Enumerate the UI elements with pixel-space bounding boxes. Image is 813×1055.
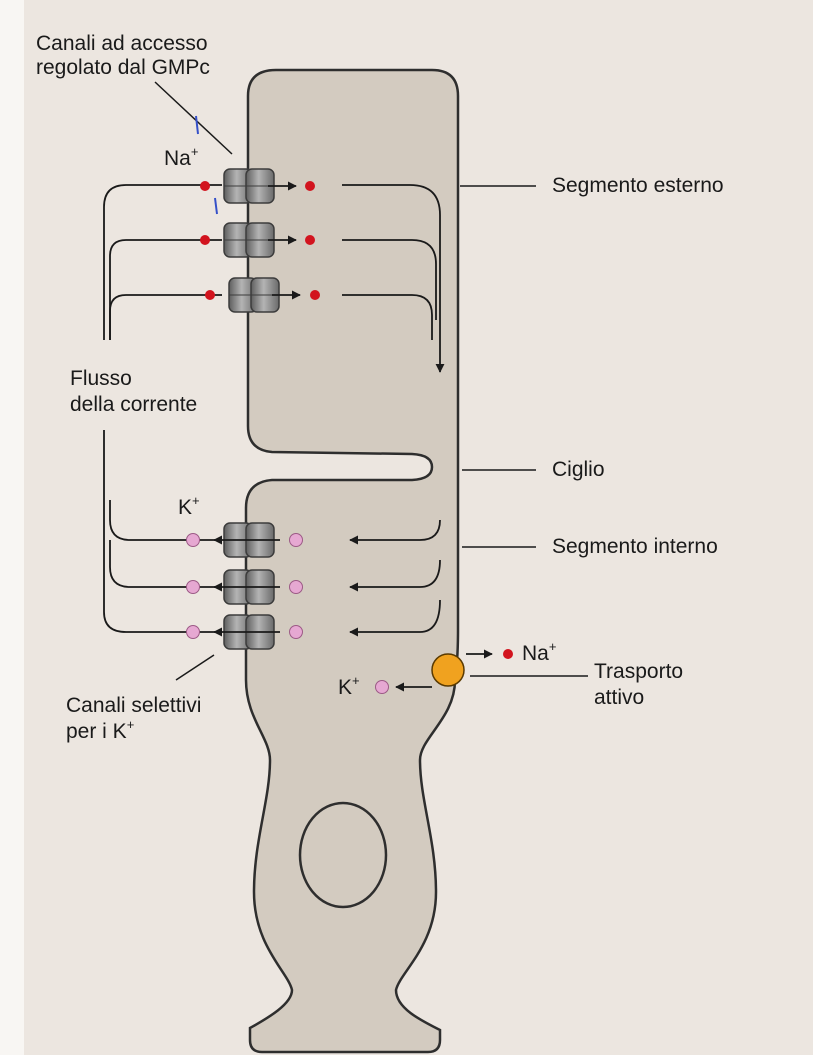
cgmp-channel bbox=[224, 169, 274, 203]
potassium-ion-icon bbox=[290, 626, 303, 639]
label-current-flow-line2: della corrente bbox=[70, 393, 197, 417]
label-k-channels-line1: Canali selettivi bbox=[66, 694, 201, 718]
label-na-ion-top: Na+ bbox=[164, 147, 198, 171]
sodium-ion-icon bbox=[503, 649, 513, 659]
potassium-ion-icon bbox=[376, 681, 389, 694]
label-k-ion-top: K+ bbox=[178, 496, 200, 520]
label-outer-segment: Segmento esterno bbox=[552, 174, 724, 198]
potassium-ion-icon bbox=[290, 534, 303, 547]
page-left-margin bbox=[0, 0, 24, 1055]
sodium-ion-icon bbox=[310, 290, 320, 300]
potassium-ion-icon bbox=[290, 581, 303, 594]
potassium-ion-icon bbox=[187, 534, 200, 547]
sodium-ion-icon bbox=[200, 181, 210, 191]
cgmp-channel bbox=[229, 278, 279, 312]
sodium-ion-icon bbox=[205, 290, 215, 300]
sodium-ion-icon bbox=[305, 181, 315, 191]
label-cgmp-channels-line1: Canali ad accesso bbox=[36, 32, 208, 56]
label-active-transport-line2: attivo bbox=[594, 686, 644, 710]
cgmp-channel bbox=[224, 223, 274, 257]
sodium-potassium-pump-icon bbox=[432, 654, 464, 686]
sodium-ion-icon bbox=[200, 235, 210, 245]
potassium-ion-icon bbox=[187, 581, 200, 594]
label-cgmp-channels-line2: regolato dal GMPc bbox=[36, 56, 210, 80]
label-k-ion-pump: K+ bbox=[338, 676, 360, 700]
sodium-ion-icon bbox=[305, 235, 315, 245]
label-k-channels-line2: per i K+ bbox=[66, 720, 134, 744]
potassium-ion-icon bbox=[187, 626, 200, 639]
label-cilium: Ciglio bbox=[552, 458, 605, 482]
label-current-flow-line1: Flusso bbox=[70, 367, 132, 391]
label-inner-segment: Segmento interno bbox=[552, 535, 718, 559]
label-na-ion-pump: Na+ bbox=[522, 642, 556, 666]
label-active-transport-line1: Trasporto bbox=[594, 660, 683, 684]
